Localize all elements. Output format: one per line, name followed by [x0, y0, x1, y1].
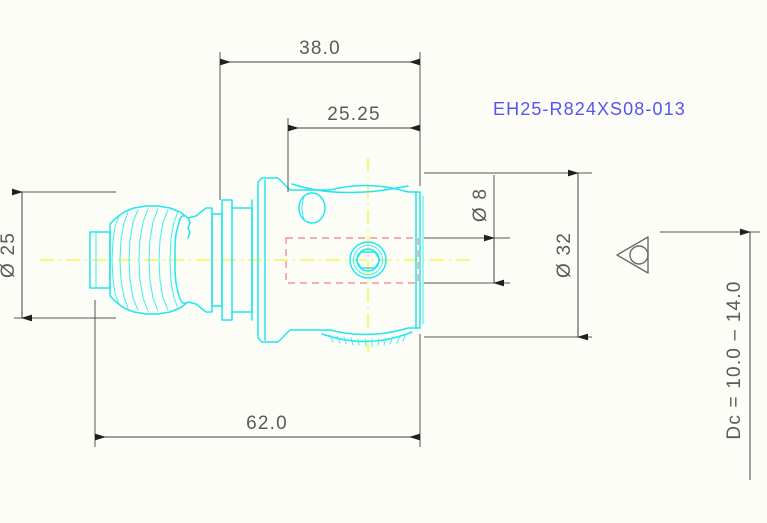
dimension-head-diameter: Ø 32 — [424, 169, 592, 341]
dimension-cutting-diameter-note: Dc = 10.0 – 14.0 — [660, 228, 760, 480]
pilot-tip — [89, 231, 111, 289]
collar-taper — [195, 207, 213, 313]
top-relief-arc — [291, 183, 409, 194]
side-hole-lip-top — [304, 192, 314, 196]
side-hole-ellipse-outer — [298, 192, 326, 224]
side-hole-ellipse-inner — [301, 194, 306, 222]
shank-to-flange-taper — [187, 215, 197, 305]
dimension-bore-diameter: Ø 8 — [424, 175, 510, 287]
hidden-feature-rectangle — [285, 237, 419, 284]
dimension-overall-length-text: 62.0 — [246, 413, 288, 434]
dimension-shank-diameter-text: Ø 25 — [0, 232, 19, 278]
center-bore-circles — [349, 241, 387, 279]
side-hole-lip-bottom — [304, 220, 314, 224]
dimension-bore-diameter-text: Ø 8 — [470, 188, 491, 222]
dimension-head-diameter-text: Ø 32 — [554, 232, 575, 278]
head-body-outline — [257, 177, 421, 343]
dimension-head-length: 38.0 — [219, 38, 421, 200]
part-number-label: EH25-R824XS08-013 — [493, 99, 686, 119]
dimension-shank-diameter: Ø 25 — [0, 188, 116, 322]
insert-shape-triangle-icon — [616, 236, 649, 274]
dimension-head-length-text: 38.0 — [299, 38, 341, 59]
dimension-shoulder-length: 25.25 — [287, 104, 421, 192]
threaded-shank — [111, 205, 191, 315]
part-geometry — [89, 177, 424, 347]
dimension-shoulder-length-text: 25.25 — [327, 104, 381, 125]
dimension-overall-length: 62.0 — [94, 300, 421, 447]
knurl-serrations — [329, 333, 407, 347]
dimension-cutting-diameter-note-text: Dc = 10.0 – 14.0 — [724, 280, 745, 439]
